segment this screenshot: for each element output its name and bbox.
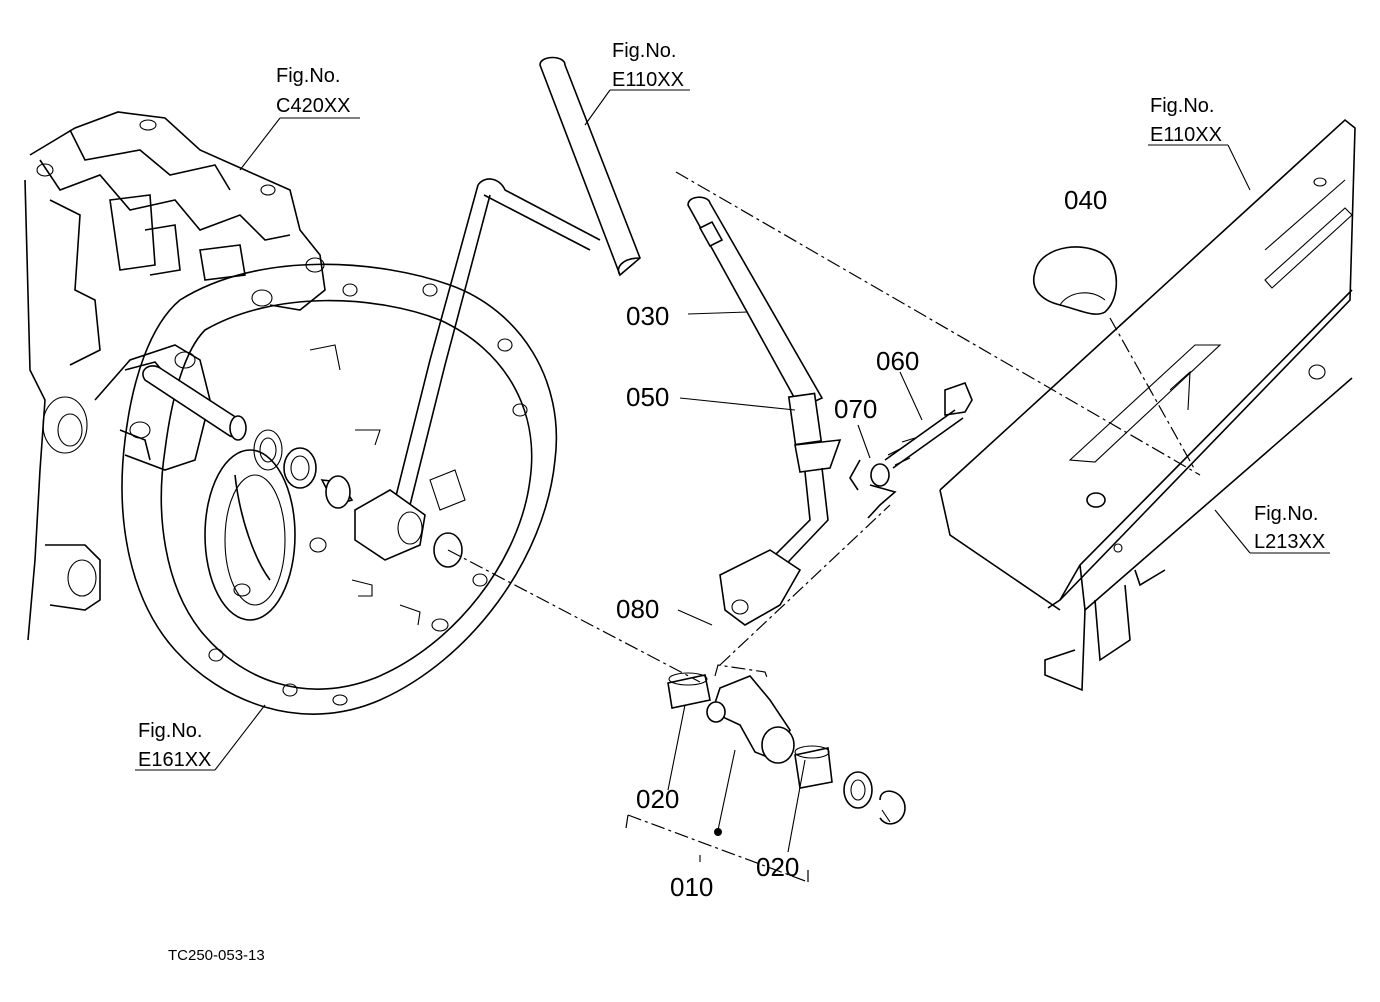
part-label-030: 030 (626, 301, 669, 331)
alignment-lines (447, 171, 1201, 883)
flywheel-housing-drawing (121, 263, 558, 715)
shift-fork-drawing (667, 672, 906, 825)
leader-lines (135, 89, 1330, 862)
shift-knob-drawing (1033, 246, 1118, 315)
part-label-060: 060 (876, 346, 919, 376)
part-label-020-right: 020 (756, 852, 799, 882)
part-label-080: 080 (616, 594, 659, 624)
cross-shaft-drawing (142, 365, 463, 568)
fig-ref-code: C420XX (276, 95, 351, 117)
part-label-010: 010 (670, 872, 713, 902)
fig-ref-title: Fig.No. (276, 65, 340, 87)
fig-ref-l213xx: Fig.No. L213XX (1254, 503, 1325, 553)
fig-ref-e161xx: Fig.No. E161XX (138, 720, 211, 771)
fig-ref-e110xx-right: Fig.No. E110XX (1150, 95, 1222, 146)
fig-ref-code: E161XX (138, 749, 211, 771)
shift-rod-drawing (394, 56, 641, 506)
fig-ref-code: E110XX (612, 69, 684, 91)
part-label-040: 040 (1064, 185, 1107, 215)
panel-cover-drawing (939, 118, 1356, 692)
fig-ref-code: L213XX (1254, 531, 1325, 553)
shift-lever-assembly-drawing (687, 196, 842, 626)
fig-ref-title: Fig.No. (138, 720, 202, 742)
fig-ref-title: Fig.No. (1150, 95, 1214, 117)
part-label-050: 050 (626, 382, 669, 412)
fig-ref-e110xx-top: Fig.No. E110XX (612, 40, 684, 91)
part-label-020-left: 020 (636, 784, 679, 814)
fig-ref-c420xx: Fig.No. C420XX (276, 65, 351, 117)
fig-ref-title: Fig.No. (612, 40, 676, 62)
transmission-housing-drawing (24, 111, 326, 641)
drawing-code: TC250-053-13 (168, 947, 265, 964)
part-label-070: 070 (834, 394, 877, 424)
fig-ref-title: Fig.No. (1254, 503, 1318, 525)
fig-ref-code: E110XX (1150, 124, 1222, 146)
bolt-and-spring-drawing (849, 381, 973, 519)
